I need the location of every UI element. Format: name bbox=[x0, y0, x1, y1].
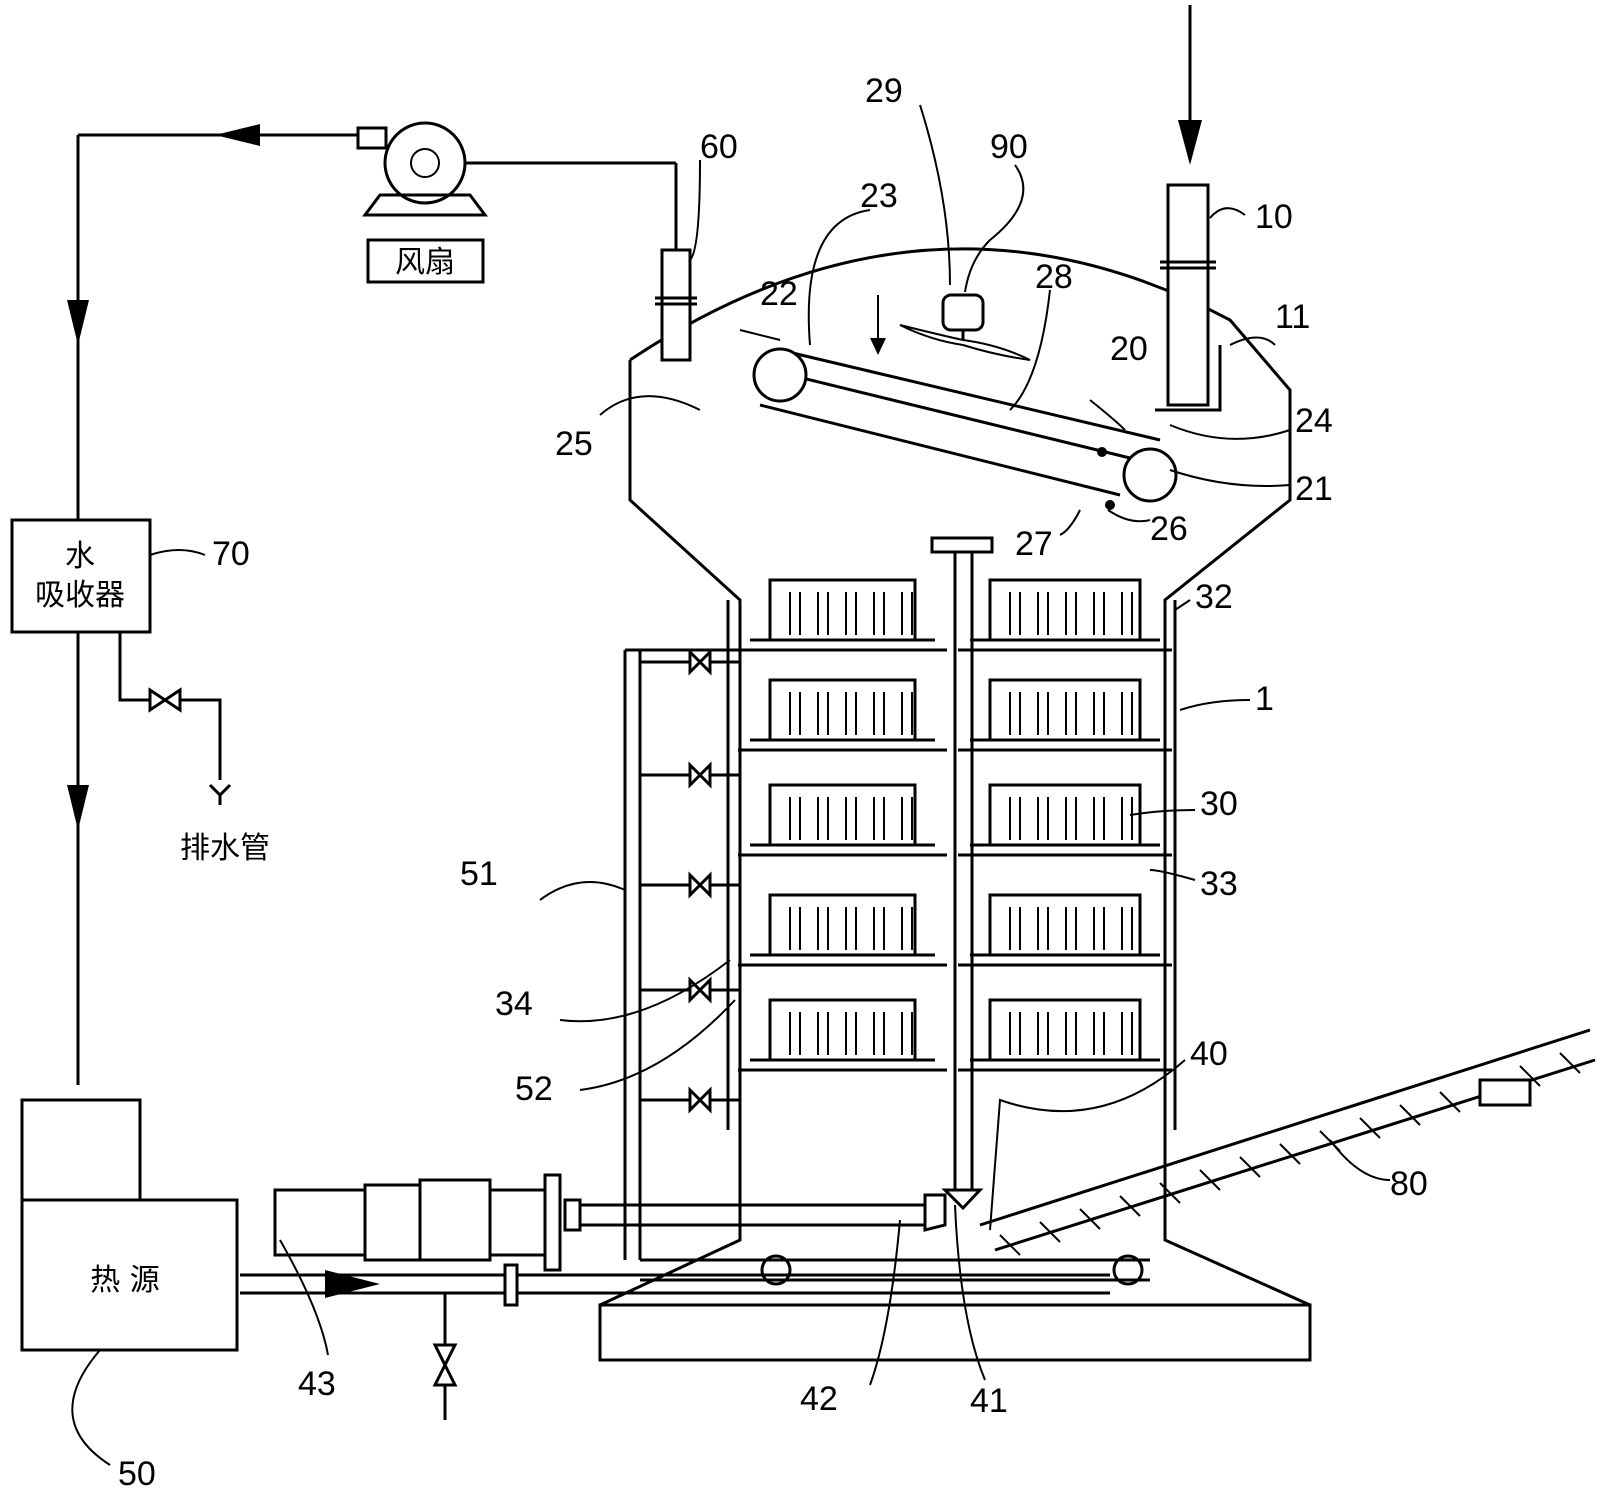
discharge-41-42 bbox=[580, 1188, 984, 1232]
drying-tray bbox=[958, 678, 1172, 752]
conveyor-belt-20 bbox=[752, 295, 1178, 510]
water-absorber-70: 水 吸收器 排水管 bbox=[10, 518, 270, 866]
label-23: 23 bbox=[860, 177, 898, 215]
label-34: 34 bbox=[495, 985, 533, 1023]
inlet-arrow bbox=[1178, 5, 1202, 165]
label-40: 40 bbox=[1190, 1035, 1228, 1073]
absorber-label-2: 吸收器 bbox=[35, 578, 125, 613]
tray-valve bbox=[640, 1086, 740, 1114]
tray-valve bbox=[640, 976, 740, 1004]
upper-chamber bbox=[598, 247, 1312, 1362]
label-50: 50 bbox=[118, 1455, 156, 1490]
label-52: 52 bbox=[515, 1070, 553, 1108]
leader-lines bbox=[71, 104, 1391, 1466]
label-80: 80 bbox=[1390, 1165, 1428, 1203]
label-28: 28 bbox=[1035, 258, 1073, 296]
fan-label: 风扇 bbox=[395, 245, 455, 280]
valves bbox=[640, 648, 740, 1114]
drying-tray bbox=[738, 578, 947, 652]
label-43: 43 bbox=[298, 1365, 336, 1403]
label-32: 32 bbox=[1195, 578, 1233, 616]
heat-source-label: 热 源 bbox=[90, 1263, 160, 1298]
drying-tray bbox=[738, 678, 947, 752]
external-fan: 风扇 bbox=[356, 121, 488, 284]
drain-label: 排水管 bbox=[180, 831, 270, 866]
trays bbox=[738, 578, 1172, 1072]
label-20: 20 bbox=[1110, 330, 1148, 368]
exhaust-pipe-60 bbox=[420, 161, 697, 362]
tray-valve bbox=[640, 761, 740, 789]
label-27: 27 bbox=[1015, 525, 1053, 563]
label-90: 90 bbox=[990, 128, 1028, 166]
label-29: 29 bbox=[865, 72, 903, 110]
label-11: 11 bbox=[1275, 298, 1310, 336]
motor-43 bbox=[273, 1173, 582, 1272]
drying-tray bbox=[958, 998, 1172, 1072]
drying-tray bbox=[958, 783, 1172, 857]
tray-valve bbox=[640, 871, 740, 899]
label-24: 24 bbox=[1295, 402, 1333, 440]
fan-90 bbox=[899, 293, 1031, 361]
drying-tray bbox=[958, 893, 1172, 967]
screw-conveyor-80 bbox=[979, 1028, 1596, 1256]
drying-tray bbox=[738, 783, 947, 857]
label-25: 25 bbox=[555, 425, 593, 463]
label-1: 1 bbox=[1255, 680, 1274, 718]
label-26: 26 bbox=[1150, 510, 1188, 548]
label-42: 42 bbox=[800, 1380, 838, 1418]
label-22: 22 bbox=[760, 275, 798, 313]
label-51: 51 bbox=[460, 855, 498, 893]
return-pipe bbox=[67, 124, 358, 1085]
reference-labels: 10 11 20 24 21 26 27 22 25 23 29 90 28 6… bbox=[118, 72, 1428, 1490]
label-33: 33 bbox=[1200, 865, 1238, 903]
label-70: 70 bbox=[212, 535, 250, 573]
heat-source-50: 热 源 bbox=[20, 1098, 239, 1352]
label-41: 41 bbox=[970, 1382, 1008, 1420]
tray-valve bbox=[640, 648, 740, 676]
drying-tray bbox=[958, 578, 1172, 652]
tray-stack bbox=[726, 536, 1177, 1190]
absorber-label-1: 水 bbox=[65, 539, 95, 574]
drying-tray bbox=[738, 998, 947, 1072]
drying-tray bbox=[738, 893, 947, 967]
label-21: 21 bbox=[1295, 470, 1333, 508]
heat-pipe bbox=[240, 1263, 1110, 1420]
label-60: 60 bbox=[700, 128, 738, 166]
frame-51 bbox=[623, 648, 740, 1260]
inlet-pipe-10 bbox=[1155, 183, 1222, 412]
label-10: 10 bbox=[1255, 198, 1293, 236]
label-30: 30 bbox=[1200, 785, 1238, 823]
